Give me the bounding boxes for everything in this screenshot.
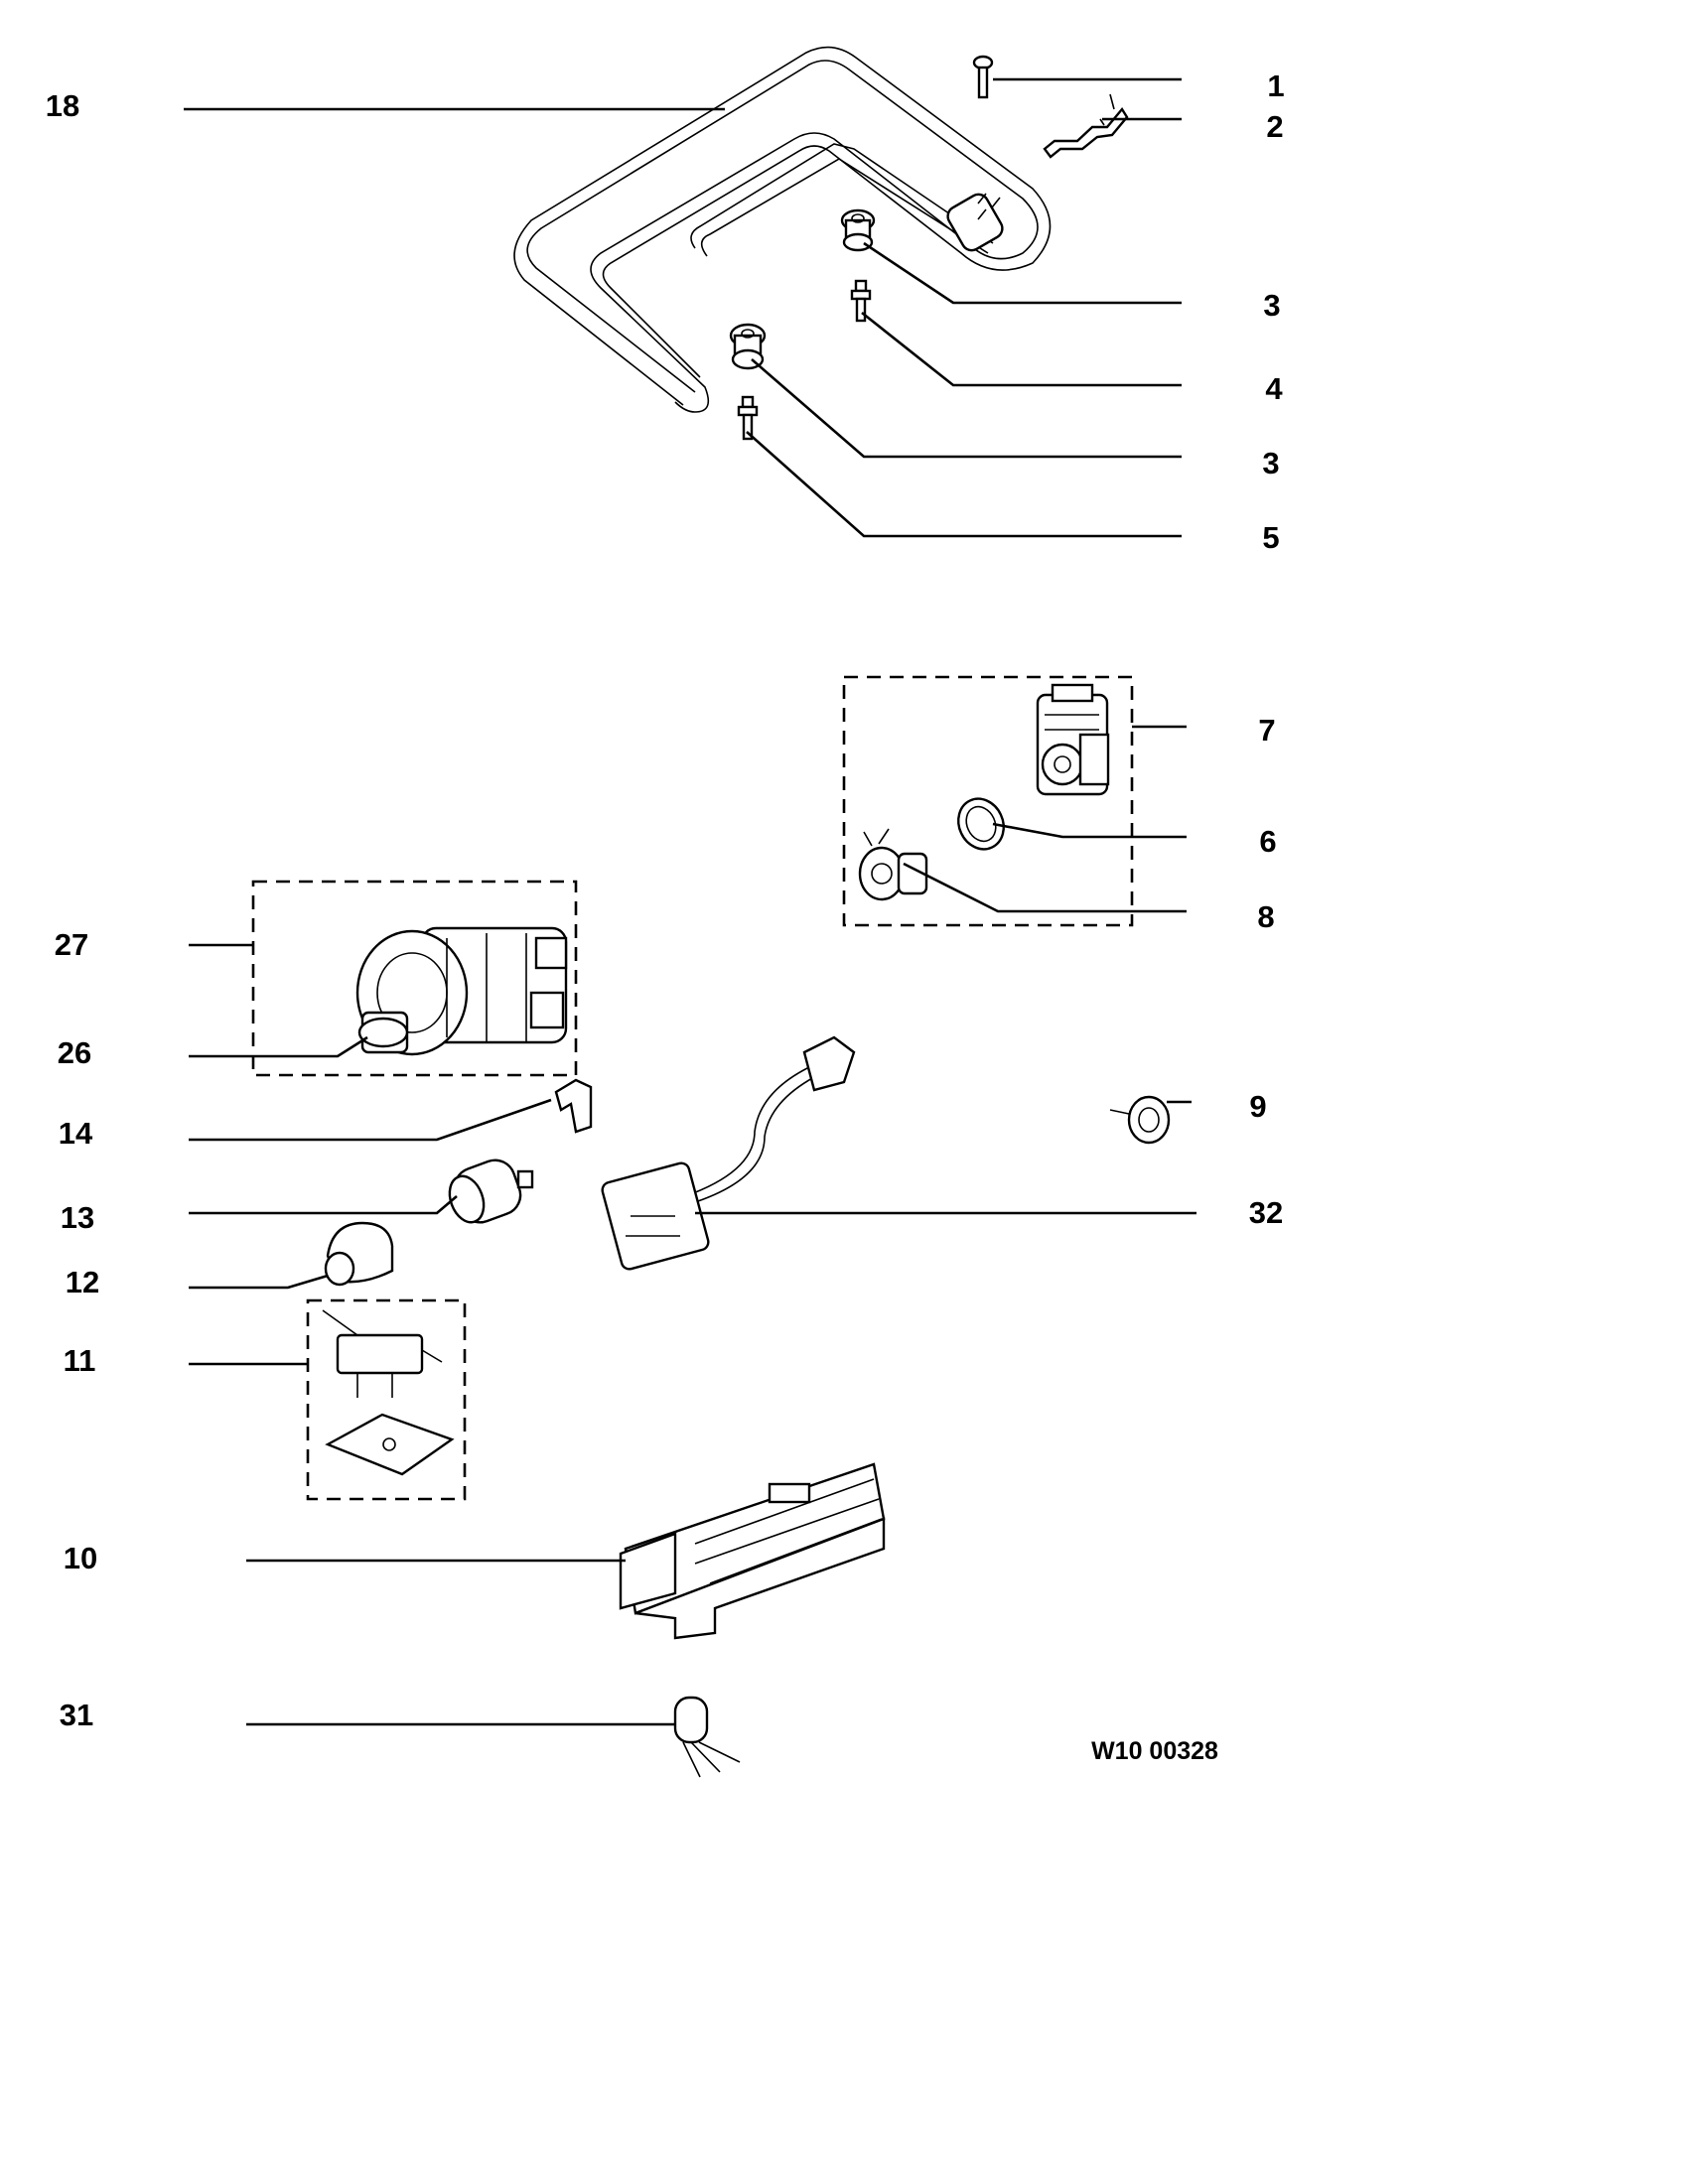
callout-6: 6	[1259, 824, 1276, 859]
holder-part	[554, 1078, 593, 1134]
capacitor-part	[673, 1696, 741, 1778]
callout-31: 31	[60, 1698, 93, 1732]
callout-8: 8	[1257, 899, 1274, 934]
callout-9: 9	[1249, 1089, 1266, 1124]
callout-3b: 3	[1262, 446, 1279, 480]
callout-27: 27	[55, 927, 88, 962]
grommet-lower	[729, 323, 767, 370]
callout-13: 13	[61, 1200, 94, 1235]
cable-with-plug-part	[601, 1035, 856, 1271]
callout-12: 12	[66, 1265, 99, 1299]
pump-outlet-part	[357, 1011, 409, 1054]
callout-5: 5	[1262, 520, 1279, 555]
bolt-upper	[850, 279, 872, 323]
grommet-upper	[840, 208, 876, 252]
heating-element	[513, 46, 1052, 413]
diagram-code: W10 00328	[1091, 1737, 1218, 1765]
callout-18: 18	[46, 88, 79, 123]
callout-11: 11	[64, 1343, 96, 1378]
group-box-circulation-pump	[251, 880, 578, 1077]
callout-3a: 3	[1263, 288, 1280, 323]
switch-assembly-part	[322, 1309, 455, 1476]
bolt-lower	[737, 395, 759, 441]
callout-32: 32	[1249, 1195, 1283, 1230]
callout-7: 7	[1258, 713, 1275, 748]
callout-1: 1	[1267, 68, 1284, 103]
cap-part	[324, 1221, 394, 1287]
clip-part	[1043, 93, 1129, 159]
callout-14: 14	[59, 1116, 93, 1151]
callout-4: 4	[1265, 371, 1283, 406]
callout-2: 2	[1266, 109, 1283, 144]
thermostat-part	[858, 828, 928, 901]
drain-pump-part	[1036, 683, 1110, 796]
group-box-switch	[306, 1298, 467, 1501]
group-box-pump	[842, 675, 1134, 927]
callout-10: 10	[64, 1541, 97, 1575]
screw-part	[972, 55, 994, 99]
terminal-block-part	[619, 1462, 886, 1640]
motor-part	[448, 1159, 534, 1224]
o-ring-part	[957, 797, 1005, 851]
callout-26: 26	[58, 1035, 91, 1070]
bushing-part	[1109, 1095, 1171, 1145]
